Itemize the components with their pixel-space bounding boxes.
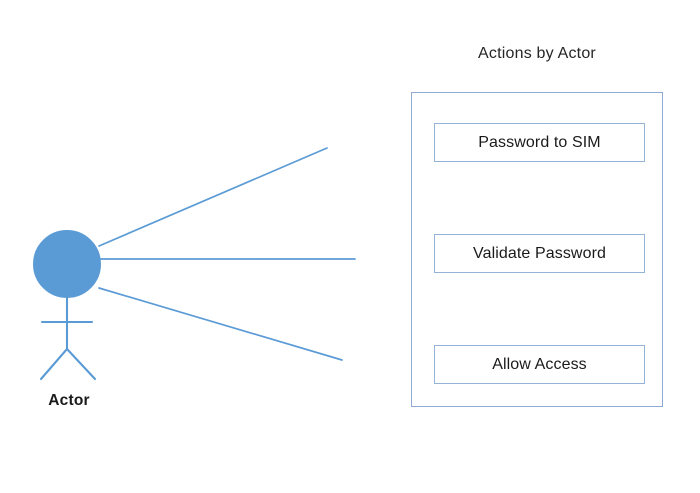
panel-title: Actions by Actor xyxy=(478,45,596,62)
use-case-box-validate-password[interactable]: Validate Password xyxy=(434,234,645,273)
use-case-label: Password to SIM xyxy=(478,133,601,151)
use-case-box-allow-access[interactable]: Allow Access xyxy=(434,345,645,384)
actor-figure-svg xyxy=(33,147,356,381)
actor-label: Actor xyxy=(48,392,90,409)
actor-left-leg xyxy=(39,347,69,381)
actor-right-leg xyxy=(65,347,97,381)
connector-line-to-password-to-sim xyxy=(98,147,328,247)
connector-line-to-allow-access xyxy=(98,287,343,361)
use-case-label: Validate Password xyxy=(472,244,607,262)
use-case-label: Allow Access xyxy=(492,355,587,373)
actions-panel: Password to SIM Validate Password Allow … xyxy=(411,92,663,407)
use-case-box-password-to-sim[interactable]: Password to SIM xyxy=(434,123,645,162)
actor-head-icon xyxy=(33,230,101,298)
actor-group[interactable]: Actor xyxy=(0,0,380,430)
